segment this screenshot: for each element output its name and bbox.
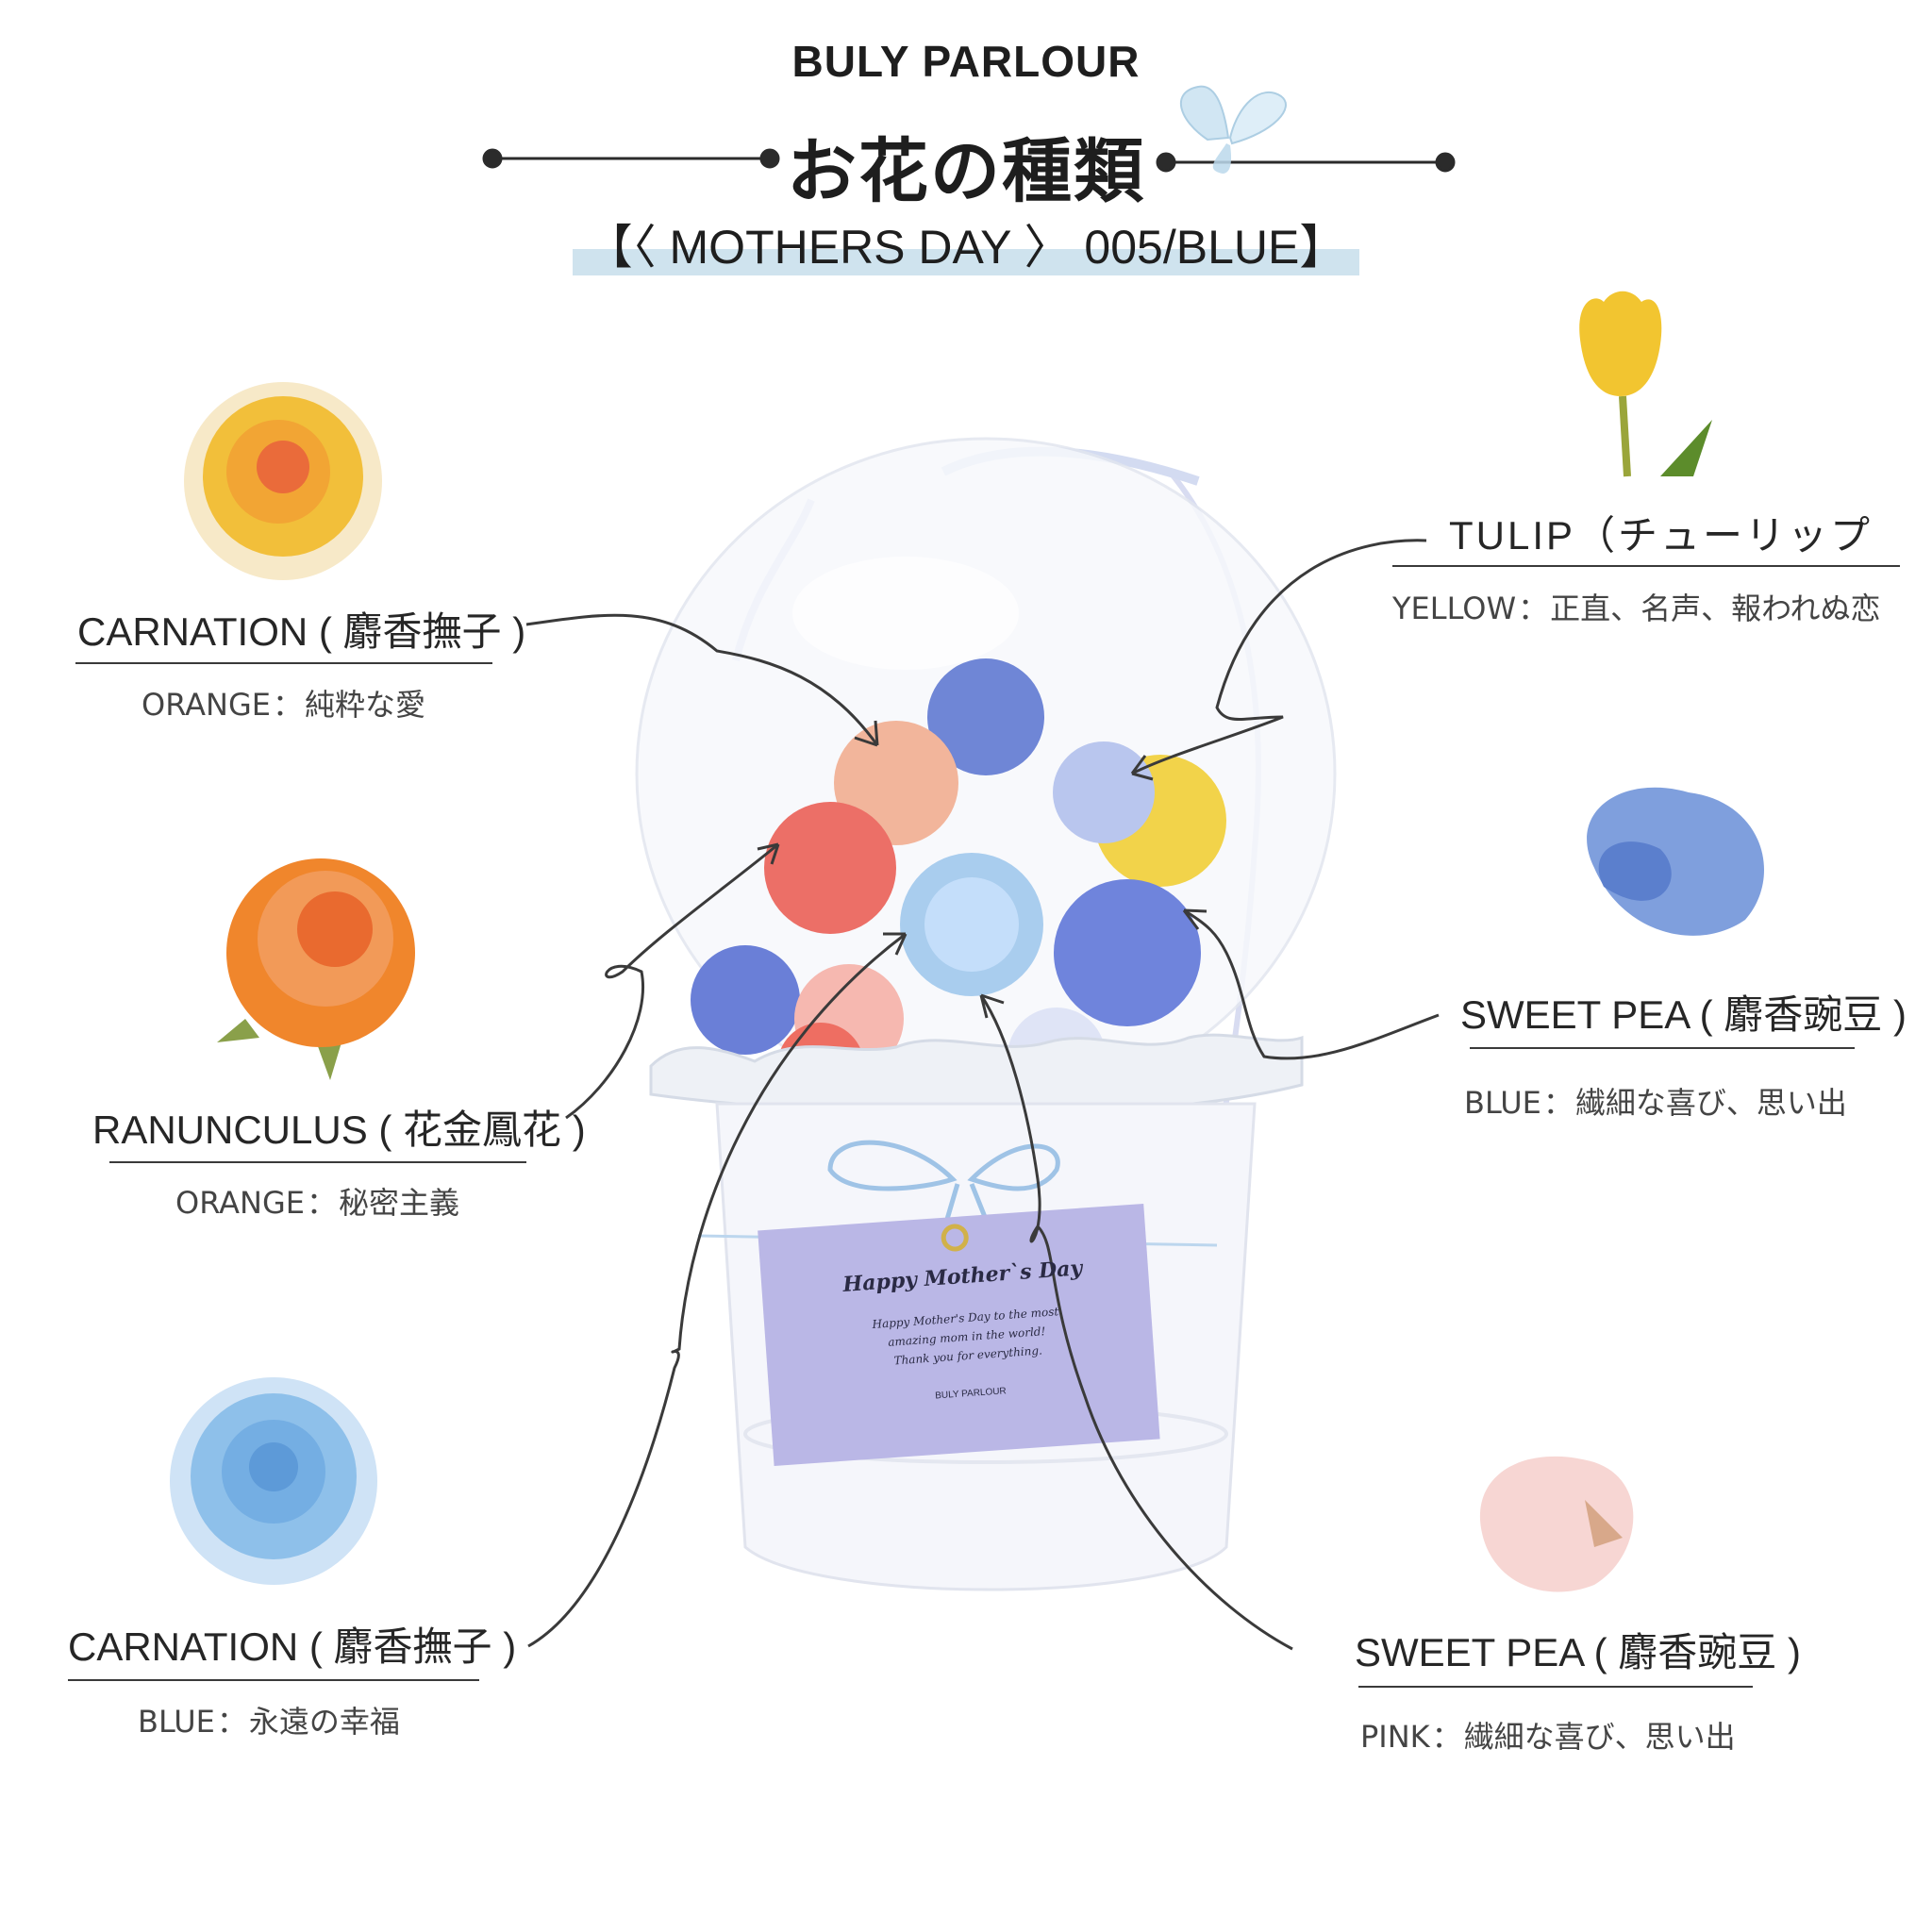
sweet-pea-pink-icon <box>1479 1456 1634 1592</box>
page-title: お花の種類 <box>787 131 1145 212</box>
meaning-color: YELLOW <box>1392 591 1517 626</box>
flower-meaning-carnation-blue: BLUE：永遠の幸福 <box>138 1704 400 1740</box>
tulip-yellow-icon <box>1579 291 1712 477</box>
flower-meaning-ranunculus: ORANGE：秘密主義 <box>175 1185 459 1221</box>
meaning-color: PINK <box>1360 1719 1430 1755</box>
flower-name-ranunculus: RANUNCULUS ( 花金鳳花 ) <box>92 1108 586 1152</box>
meaning-color: BLUE <box>1464 1085 1541 1121</box>
flower-name-sweet-pea-pink: SWEET PEA ( 麝香豌豆 ) <box>1355 1630 1801 1674</box>
meaning-text: 純粋な愛 <box>304 687 425 723</box>
product-subtitle: 【〈 MOTHERS DAY 〉 005/BLUE】 <box>572 209 1360 277</box>
flower-meaning-sweet-pea-blue: BLUE：繊細な喜び、思い出 <box>1464 1085 1847 1121</box>
message-card-text: Happy Mother`s Day Happy Mother's Day to… <box>775 1214 1158 1466</box>
flower-name-tulip: TULIP（チューリップ <box>1449 513 1874 558</box>
flower-name-carnation-orange: CARNATION ( 麝香撫子 ) <box>77 609 526 654</box>
carnation-orange-icon <box>184 382 382 580</box>
connector-lines <box>525 539 1440 1651</box>
title-divider-left <box>482 148 780 169</box>
meaning-color: ORANGE <box>175 1185 305 1221</box>
arrow-ranunculus <box>565 842 779 1120</box>
flower-meaning-sweet-pea-pink: PINK：繊細な喜び、思い出 <box>1360 1719 1736 1755</box>
meaning-text: 繊細な喜び、思い出 <box>1574 1085 1847 1121</box>
arrow-carnation-blue <box>527 932 907 1648</box>
flower-name-carnation-blue: CARNATION ( 麝香撫子 ) <box>68 1624 517 1669</box>
flower-name-sweet-pea-blue: SWEET PEA ( 麝香豌豆 ) <box>1460 992 1907 1037</box>
meaning-text: 正直、名声、報われぬ恋 <box>1550 591 1881 626</box>
meaning-text: 繊細な喜び、思い出 <box>1463 1719 1736 1755</box>
arrow-carnation-orange <box>525 613 879 746</box>
card-brand: BULY PARLOUR <box>934 1386 1008 1402</box>
arrow-sweet-pea-blue <box>1183 908 1440 1060</box>
meaning-text: 永遠の幸福 <box>248 1704 400 1740</box>
meaning-text: 秘密主義 <box>338 1185 459 1221</box>
ranunculus-orange-icon <box>217 858 415 1080</box>
flower-meaning-carnation-orange: ORANGE：純粋な愛 <box>142 687 425 723</box>
arrow-tulip <box>1131 539 1427 775</box>
meaning-color: BLUE <box>138 1704 215 1740</box>
carnation-blue-icon <box>170 1377 377 1585</box>
arrow-sweet-pea-pink <box>979 994 1293 1651</box>
sweet-pea-blue-icon <box>1587 787 1764 936</box>
flower-meaning-tulip: YELLOW：正直、名声、報われぬ恋 <box>1392 591 1881 626</box>
butterfly-icon <box>1179 85 1287 174</box>
subtitle-wrap: 【〈 MOTHERS DAY 〉 005/BLUE】 <box>0 209 1932 277</box>
meaning-color: ORANGE <box>142 687 271 723</box>
message-card <box>758 1203 1160 1466</box>
card-heading: Happy Mother`s Day <box>841 1256 1084 1297</box>
brand-name: BULY PARLOUR <box>791 37 1141 86</box>
title-divider-right <box>1156 152 1456 173</box>
